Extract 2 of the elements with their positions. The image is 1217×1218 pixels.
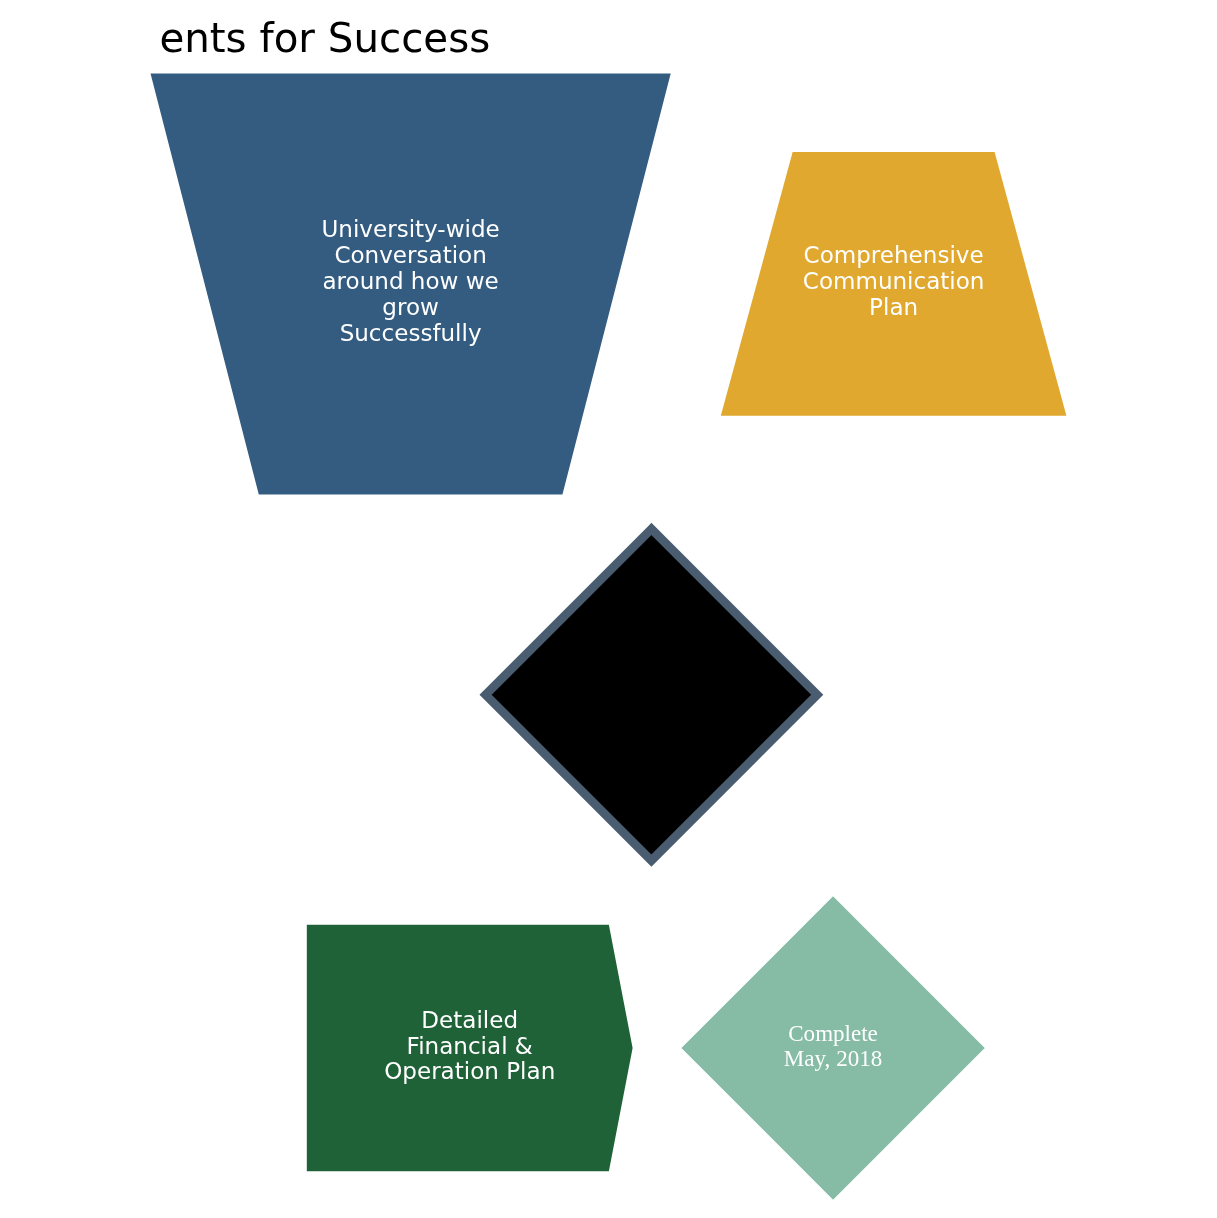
diagram-title: ents for Success [159, 15, 491, 63]
node-diamond [479, 522, 824, 867]
